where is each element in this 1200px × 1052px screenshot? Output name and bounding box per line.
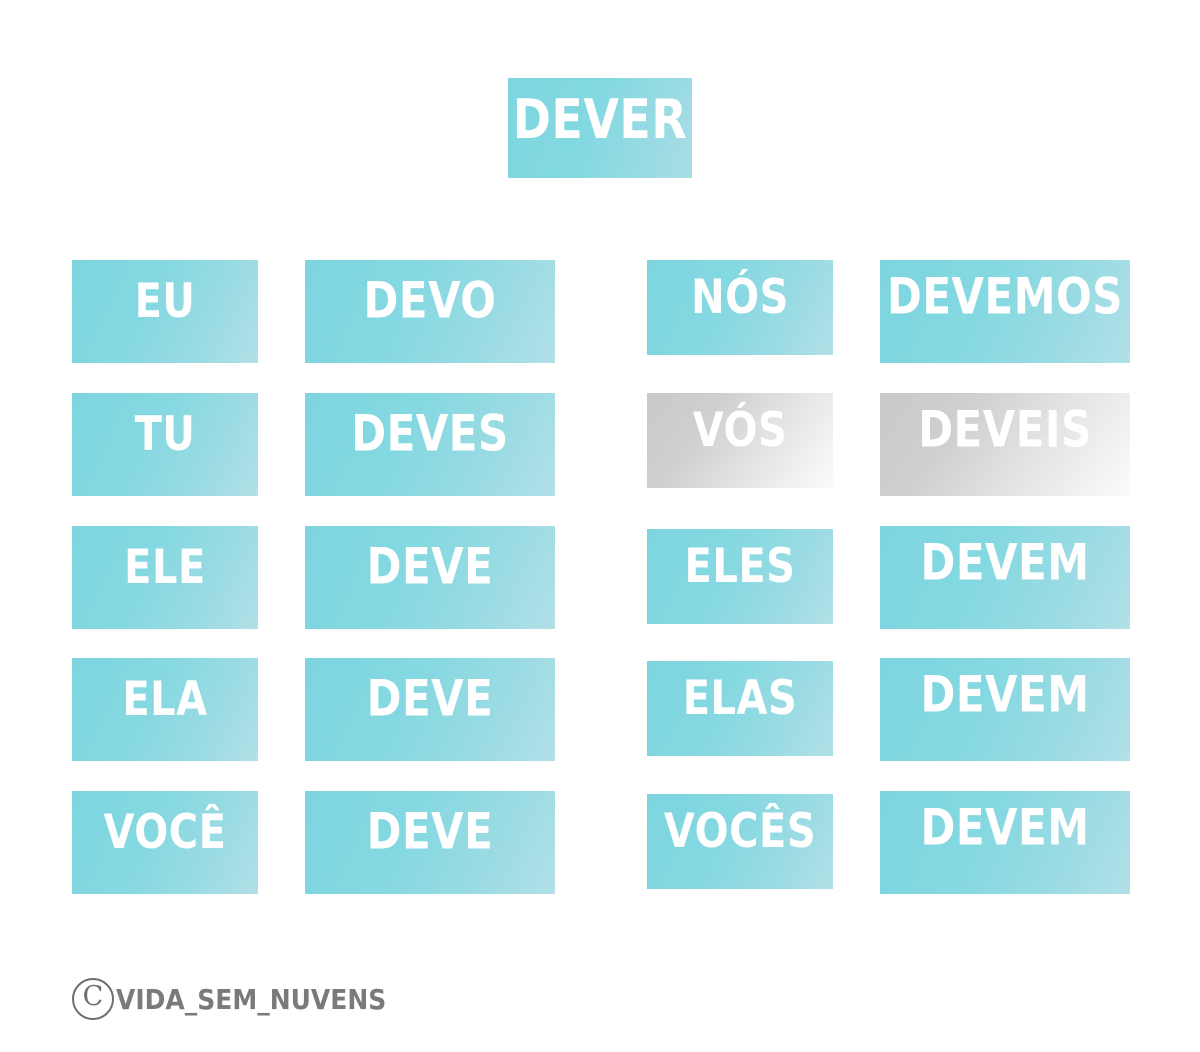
verb-form-cell-eu-singular: DEVO bbox=[305, 260, 555, 363]
pronoun-label: NÓS bbox=[691, 270, 789, 325]
pronoun-label: ELAS bbox=[682, 671, 798, 726]
pronoun-label: ELE bbox=[124, 540, 206, 595]
pronoun-cell-vocs-plural: VOCÊS bbox=[647, 794, 833, 889]
verb-form-label: DEVE bbox=[366, 669, 494, 728]
verb-form-cell-tu-singular: DEVES bbox=[305, 393, 555, 496]
verb-title-card: DEVER bbox=[508, 78, 692, 178]
watermark: C VIDA_SEM_NUVENS bbox=[72, 978, 386, 1020]
verb-form-label: DEVO bbox=[363, 271, 497, 330]
verb-form-cell-vs-plural: DEVEIS bbox=[880, 393, 1130, 496]
pronoun-label: VÓS bbox=[692, 403, 788, 458]
pronoun-cell-voc-singular: VOCÊ bbox=[72, 791, 258, 894]
verb-form-label: DEVE bbox=[366, 802, 494, 861]
verb-form-label: DEVEM bbox=[920, 798, 1090, 857]
pronoun-cell-eles-plural: ELES bbox=[647, 529, 833, 624]
pronoun-label: ELES bbox=[684, 539, 796, 594]
pronoun-label: VOCÊS bbox=[663, 804, 817, 859]
pronoun-cell-ela-singular: ELA bbox=[72, 658, 258, 761]
verb-form-cell-ela-singular: DEVE bbox=[305, 658, 555, 761]
verb-form-label: DEVEIS bbox=[918, 400, 1092, 459]
verb-form-label: DEVEM bbox=[920, 665, 1090, 724]
verb-form-cell-voc-singular: DEVE bbox=[305, 791, 555, 894]
pronoun-cell-ele-singular: ELE bbox=[72, 526, 258, 629]
verb-form-label: DEVES bbox=[351, 404, 509, 463]
verb-form-cell-vocs-plural: DEVEM bbox=[880, 791, 1130, 894]
verb-form-cell-elas-plural: DEVEM bbox=[880, 658, 1130, 761]
verb-form-label: DEVEMOS bbox=[887, 267, 1123, 326]
pronoun-cell-eu-singular: EU bbox=[72, 260, 258, 363]
copyright-icon: C bbox=[72, 978, 114, 1020]
verb-form-label: DEVE bbox=[366, 537, 494, 596]
pronoun-label: TU bbox=[134, 407, 196, 462]
pronoun-cell-vs-plural: VÓS bbox=[647, 393, 833, 488]
verb-form-label: DEVEM bbox=[920, 533, 1090, 592]
verb-form-cell-eles-plural: DEVEM bbox=[880, 526, 1130, 629]
pronoun-cell-tu-singular: TU bbox=[72, 393, 258, 496]
watermark-label: VIDA_SEM_NUVENS bbox=[116, 983, 387, 1015]
verb-infinitive-label: DEVER bbox=[512, 87, 688, 151]
pronoun-cell-elas-plural: ELAS bbox=[647, 661, 833, 756]
verb-form-cell-ele-singular: DEVE bbox=[305, 526, 555, 629]
pronoun-label: EU bbox=[134, 274, 196, 329]
pronoun-label: VOCÊ bbox=[103, 805, 227, 860]
pronoun-label: ELA bbox=[122, 672, 208, 727]
pronoun-cell-ns-plural: NÓS bbox=[647, 260, 833, 355]
verb-form-cell-ns-plural: DEVEMOS bbox=[880, 260, 1130, 363]
